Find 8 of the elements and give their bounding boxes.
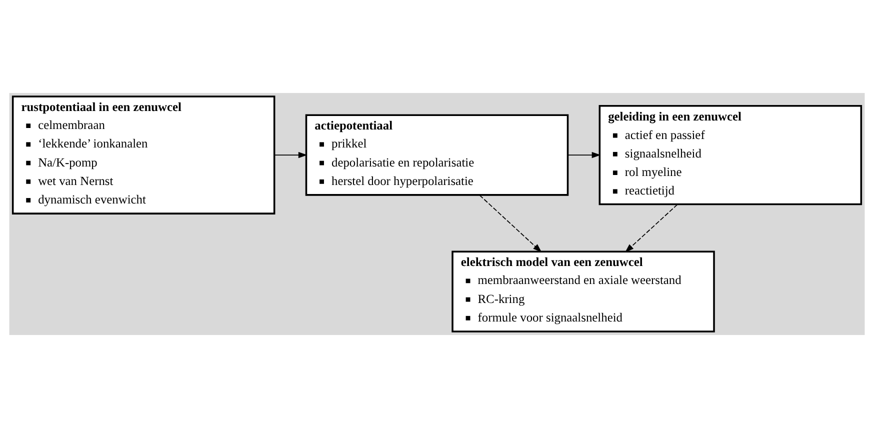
node-box: geleiding in een zenuwcel actief en passief signaalsnelheid rol myeline reactietijd xyxy=(598,104,862,206)
arrow xyxy=(479,194,542,252)
node-box: actiepotentiaal prikkel depolarisatie en repolarisatie herstel door hyperpolarisatie xyxy=(305,114,569,196)
node-box: rustpotentiaal in een zenuwcel celmembraan ‘lekkende’ ionkanalen Na/K-pomp wet van Nernst dynamisch evenwicht xyxy=(12,96,276,214)
arrow xyxy=(624,204,678,253)
node-box: elektrisch model van een zenuwcel membraanweerstand en axiale weerstand RC-kring formule voor signaalsnelheid xyxy=(452,250,715,332)
arrow xyxy=(274,152,308,158)
arrow xyxy=(568,152,601,158)
